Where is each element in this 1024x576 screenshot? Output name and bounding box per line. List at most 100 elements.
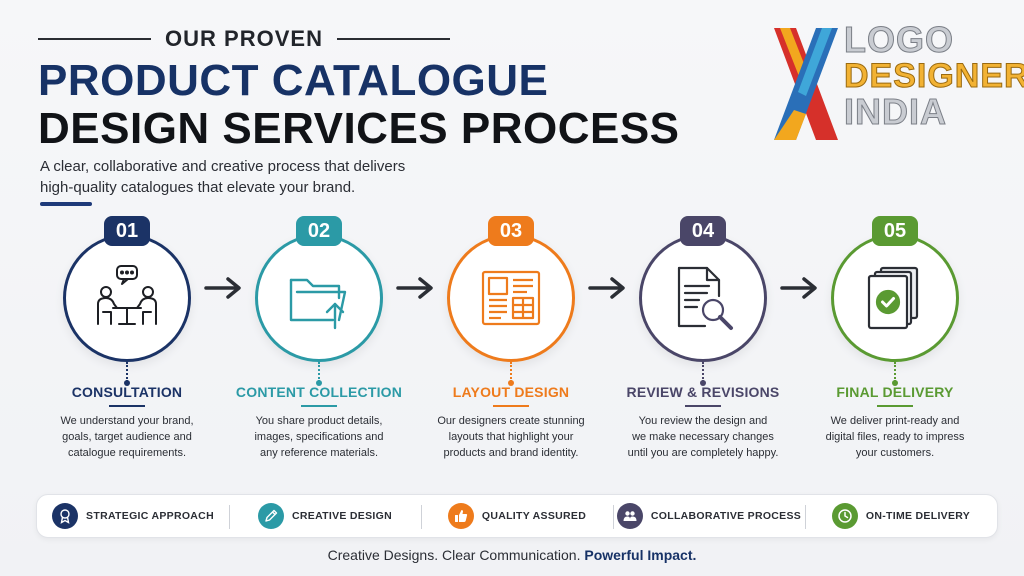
thumbs-up-icon (447, 503, 474, 529)
pen-icon (258, 503, 284, 529)
catalogue-check-icon (867, 266, 919, 330)
step-number-badge: 05 (872, 216, 918, 246)
step-desc-line: any reference materials. (260, 447, 378, 459)
feature-creative-design: CREATIVE DESIGN (229, 495, 421, 537)
step-dot (508, 380, 514, 386)
feature-quality-assured: QUALITY ASSURED (421, 495, 613, 537)
step-desc-line: layouts that highlight your (448, 431, 574, 443)
logo-emblem-icon (774, 28, 838, 140)
step-desc-line: Our designers create stunning (437, 415, 585, 427)
step-description: You share product details, images, speci… (224, 413, 414, 461)
step-circle (831, 234, 959, 362)
feature-label: CREATIVE DESIGN (292, 510, 392, 522)
logo-line-3: INDIA (844, 91, 947, 132)
step-4: 04 REVIEW & REVISIONS You review the des… (608, 212, 798, 472)
kicker-line-right (336, 38, 451, 40)
layout-icon (481, 270, 541, 326)
step-title: FINAL DELIVERY (836, 384, 954, 400)
clock-icon (831, 503, 858, 529)
folder-upload-icon (289, 278, 347, 330)
step-stem (318, 362, 320, 382)
step-desc-line: products and brand identity. (443, 447, 579, 459)
kicker-row: OUR PROVEN (38, 26, 451, 52)
step-stem (126, 362, 128, 382)
step-desc-line: goals, target audience and (62, 431, 192, 443)
kicker-text: OUR PROVEN (165, 26, 323, 51)
step-number-badge: 04 (680, 216, 726, 246)
document-search-icon (677, 266, 733, 330)
process-steps: 01 CONSULTATION We understand your bra (0, 212, 1024, 472)
step-desc-line: We deliver print-ready and (830, 415, 960, 427)
step-circle (639, 234, 767, 362)
step-stem (510, 362, 512, 382)
meeting-icon (97, 265, 157, 325)
step-underline (685, 405, 721, 407)
arrow-right-icon (780, 277, 817, 299)
feature-collaborative-process: COLLABORATIVE PROCESS (613, 495, 805, 537)
step-desc-line: catalogue requirements. (67, 447, 186, 459)
title-line-1: PRODUCT CATALOGUE (38, 56, 549, 105)
step-stem (894, 362, 896, 382)
step-description: We deliver print-ready and digital files… (800, 413, 990, 461)
step-circle (255, 234, 383, 362)
feature-on-time-delivery: ON-TIME DELIVERY (805, 495, 997, 537)
logo-wordmark: LOGO DESIGNER INDIA (844, 19, 1024, 132)
step-title: CONTENT COLLECTION (235, 384, 403, 400)
feature-label: STRATEGIC APPROACH (86, 510, 214, 522)
step-dot (316, 380, 322, 386)
subtitle-line-1: A clear, collaborative and creative proc… (40, 158, 406, 175)
step-title: REVIEW & REVISIONS (626, 384, 780, 400)
step-desc-line: You share product details, (255, 415, 383, 427)
title-line-2: DESIGN SERVICES PROCESS (38, 104, 680, 153)
step-circle (63, 234, 191, 362)
arrow-right-icon (396, 277, 433, 299)
step-desc-line: We understand your brand, (60, 415, 194, 427)
tagline-part-2: Powerful Impact. (584, 547, 697, 563)
step-3: 03 LAYOUT DESIGN Our designers create st… (416, 212, 606, 472)
tagline: Creative Designs. Clear Communication. P… (0, 547, 1024, 563)
step-title: LAYOUT DESIGN (452, 384, 570, 400)
step-desc-line: digital files, ready to impress (825, 431, 965, 443)
step-dot (124, 380, 130, 386)
step-title: CONSULTATION (71, 384, 183, 400)
step-desc-line: your customers. (855, 447, 935, 459)
step-description: Our designers create stunning layouts th… (416, 413, 606, 461)
accent-bar (40, 202, 92, 206)
step-dot (700, 380, 706, 386)
step-stem (702, 362, 704, 382)
step-1: 01 CONSULTATION We understand your bra (32, 212, 222, 472)
brand-logo: LOGO DESIGNER INDIA (766, 21, 1024, 146)
step-circle (447, 234, 575, 362)
step-underline (109, 405, 145, 407)
step-underline (877, 405, 913, 407)
step-5: 05 FINAL DELIVERY We deliver print-ready… (800, 212, 990, 472)
step-number-badge: 02 (296, 216, 342, 246)
feature-label: QUALITY ASSURED (481, 510, 587, 522)
step-desc-line: until you are completely happy. (627, 447, 779, 459)
step-number-badge: 03 (488, 216, 534, 246)
arrow-right-icon (588, 277, 625, 299)
step-desc-line: we make necessary changes (632, 431, 774, 443)
kicker-line-left (38, 38, 152, 40)
feature-label: ON-TIME DELIVERY (865, 510, 971, 522)
subtitle-line-2: high-quality catalogues that elevate you… (40, 179, 356, 196)
tagline-part-1: Creative Designs. Clear Communication. (327, 547, 585, 563)
feature-label: COLLABORATIVE PROCESS (650, 510, 802, 522)
step-2: 02 CONTENT COLLECTION You share product … (224, 212, 414, 472)
step-underline (493, 405, 529, 407)
step-desc-line: images, specifications and (254, 431, 384, 443)
step-desc-line: You review the design and (638, 415, 768, 427)
step-underline (301, 405, 337, 407)
logo-line-1: LOGO (844, 19, 954, 60)
step-number-badge: 01 (104, 216, 150, 246)
feature-strip: STRATEGIC APPROACH CREATIVE DESIGN QUALI… (36, 494, 998, 538)
logo-line-2: DESIGNER (844, 57, 1024, 95)
feature-strategic-approach: STRATEGIC APPROACH (37, 495, 229, 537)
subtitle: A clear, collaborative and creative proc… (40, 156, 500, 198)
team-icon (616, 503, 643, 529)
arrow-right-icon (204, 277, 241, 299)
step-dot (892, 380, 898, 386)
award-icon (52, 503, 79, 529)
step-description: You review the design and we make necess… (608, 413, 798, 461)
step-description: We understand your brand, goals, target … (32, 413, 222, 461)
